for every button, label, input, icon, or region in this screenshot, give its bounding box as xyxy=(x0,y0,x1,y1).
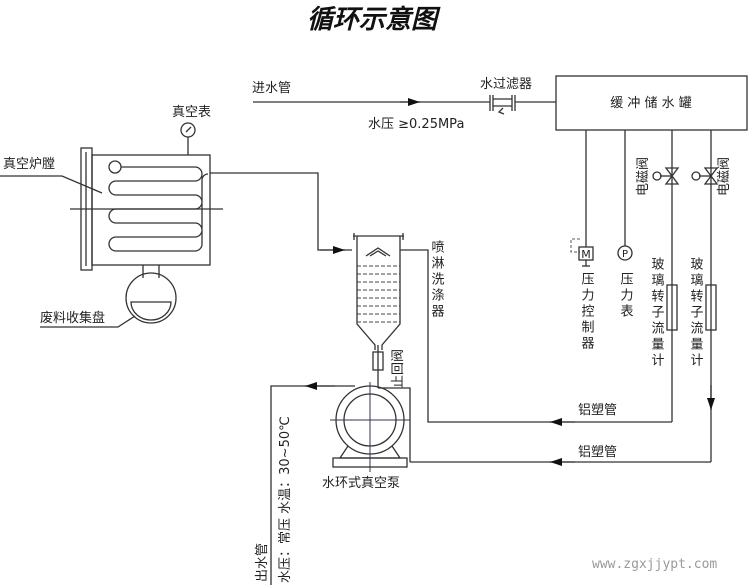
vacuum-gauge-icon xyxy=(180,122,196,138)
solenoid-valve-1-label: 电磁阀 xyxy=(636,157,651,196)
inlet-pipe: 进水管 水压 ≥0.25MPa xyxy=(252,81,490,132)
check-valve-label: 止回阀 xyxy=(391,349,406,388)
water-filter-label: 水过滤器 xyxy=(480,77,532,92)
outlet-spec-label: 水压：常压 水温：30~50℃ xyxy=(278,416,293,583)
branch-2: 电磁阀 玻璃转子流量计 铝塑管 xyxy=(410,130,732,466)
flowmeter-1-icon xyxy=(666,284,678,331)
pipe-1-label: 铝塑管 xyxy=(578,403,617,418)
pressure-gauge-symbol: P xyxy=(622,249,628,260)
check-valve-icon xyxy=(372,351,384,371)
solenoid-valve-2-label: 电磁阀 xyxy=(717,157,732,196)
scrubber-label: 喷淋洗涤器 xyxy=(429,240,445,320)
pressure-gauge-label: 压力表 xyxy=(618,272,634,320)
waste-tray-icon xyxy=(125,272,177,324)
buffer-tank-label: 缓 冲 储 水 罐 xyxy=(610,96,692,111)
pressure-controller: M 压力控制器 xyxy=(570,130,595,352)
diagram-title: 循环示意图 xyxy=(307,5,441,35)
flowmeter-2-icon xyxy=(705,284,717,331)
watermark: www.zgxjjypt.com xyxy=(592,557,717,572)
vacuum-gauge-label: 真空表 xyxy=(172,105,211,120)
solenoid-valve-1-icon xyxy=(664,167,680,185)
pipe-2-label: 铝塑管 xyxy=(578,445,617,460)
branch-1: 电磁阀 玻璃转子流量计 铝塑管 xyxy=(430,130,680,426)
outlet-pipe-label: 出水管 xyxy=(255,543,270,582)
water-ring-vacuum-pump: 水环式真空泵 出水管 水压：常压 水温：30~50℃ xyxy=(255,382,411,585)
flowmeter-2-label: 玻璃转子流量计 xyxy=(688,257,704,369)
inlet-pipe-label: 进水管 xyxy=(252,81,291,96)
pressure-gauge: P 压力表 xyxy=(617,130,634,320)
pressure-controller-label: 压力控制器 xyxy=(579,272,595,352)
inlet-pressure-label: 水压 ≥0.25MPa xyxy=(368,117,464,132)
waste-tray-label: 废料收集盘 xyxy=(40,310,105,326)
flowmeter-1-label: 玻璃转子流量计 xyxy=(649,257,665,369)
solenoid-valve-2-icon xyxy=(703,167,719,185)
furnace-label: 真空炉膛 xyxy=(3,157,55,172)
spray-scrubber: 喷淋洗涤器 止回阀 xyxy=(353,233,445,423)
pump-label: 水环式真空泵 xyxy=(322,476,400,491)
buffer-tank: 缓 冲 储 水 罐 xyxy=(555,75,748,131)
pressure-controller-symbol: M xyxy=(581,248,591,261)
vacuum-furnace: 真空炉膛 真空表 废料收集盘 xyxy=(0,105,352,328)
water-filter: 水过滤器 xyxy=(480,77,556,115)
